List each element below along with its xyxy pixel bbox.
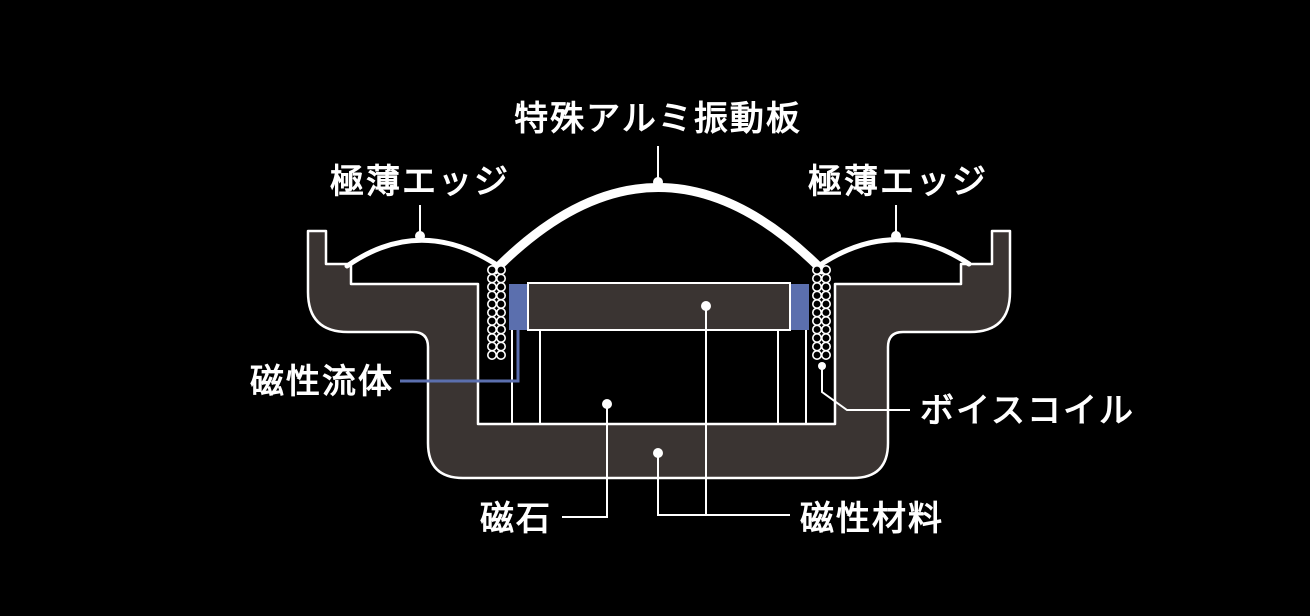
coil-winding <box>811 341 822 352</box>
coil-winding <box>495 315 506 326</box>
coil-winding <box>811 315 822 326</box>
coil-winding <box>820 298 831 309</box>
leader-lines <box>419 146 910 518</box>
coil-winding <box>811 349 822 360</box>
coil-winding <box>495 341 506 352</box>
coil-winding <box>486 290 497 301</box>
coil-winding <box>486 298 497 309</box>
voice-coil-left <box>486 264 506 360</box>
coil-winding <box>495 281 506 292</box>
coil-winding <box>820 324 831 335</box>
coil-winding <box>495 273 506 284</box>
aluminum-dome-diaphragm <box>490 183 827 275</box>
coil-winding <box>820 332 831 343</box>
coil-winding <box>495 324 506 335</box>
coil-winding <box>820 307 831 318</box>
coil-winding <box>486 273 497 284</box>
label-magnetic-material: 磁性材料 <box>800 499 944 539</box>
label-thin-edge-right: 極薄エッジ <box>808 162 988 202</box>
label-voice-coil: ボイスコイル <box>920 391 1135 431</box>
speaker-frame-body <box>306 229 1012 480</box>
coil-winding <box>495 264 506 275</box>
pole-plate <box>527 282 791 331</box>
thin-edge-right <box>817 237 972 268</box>
coil-winding <box>811 273 822 284</box>
coil-winding <box>820 281 831 292</box>
coil-winding <box>486 332 497 343</box>
magnetic-fluid-right <box>791 284 809 330</box>
coil-winding <box>495 349 506 360</box>
coil-winding <box>495 290 506 301</box>
magnetic-fluid-leader <box>400 330 520 383</box>
coil-winding <box>811 290 822 301</box>
coil-winding <box>820 341 831 352</box>
label-diaphragm: 特殊アルミ振動板 <box>514 99 802 139</box>
coil-winding <box>820 315 831 326</box>
coil-winding <box>811 332 822 343</box>
magnetic-fluid-left <box>509 284 527 330</box>
label-thin-edge-left: 極薄エッジ <box>330 162 510 202</box>
coil-winding <box>486 324 497 335</box>
coil-winding <box>820 264 831 275</box>
coil-winding <box>486 349 497 360</box>
label-magnet: 磁石 <box>480 499 552 539</box>
coil-winding <box>495 298 506 309</box>
coil-winding <box>811 298 822 309</box>
coil-winding <box>486 315 497 326</box>
coil-winding <box>811 324 822 335</box>
coil-winding <box>811 281 822 292</box>
coil-winding <box>820 290 831 301</box>
coil-winding <box>820 273 831 284</box>
coil-winding <box>486 281 497 292</box>
leader-dots <box>415 177 901 458</box>
coil-winding <box>486 264 497 275</box>
coil-winding <box>811 307 822 318</box>
coil-winding <box>486 341 497 352</box>
voice-coil-right <box>811 264 831 360</box>
coil-winding <box>495 332 506 343</box>
coil-winding <box>486 307 497 318</box>
thin-edge-left <box>344 237 500 269</box>
coil-winding <box>820 349 831 360</box>
coil-winding <box>495 307 506 318</box>
coil-winding <box>811 264 822 275</box>
label-magnetic-fluid: 磁性流体 <box>250 362 394 402</box>
